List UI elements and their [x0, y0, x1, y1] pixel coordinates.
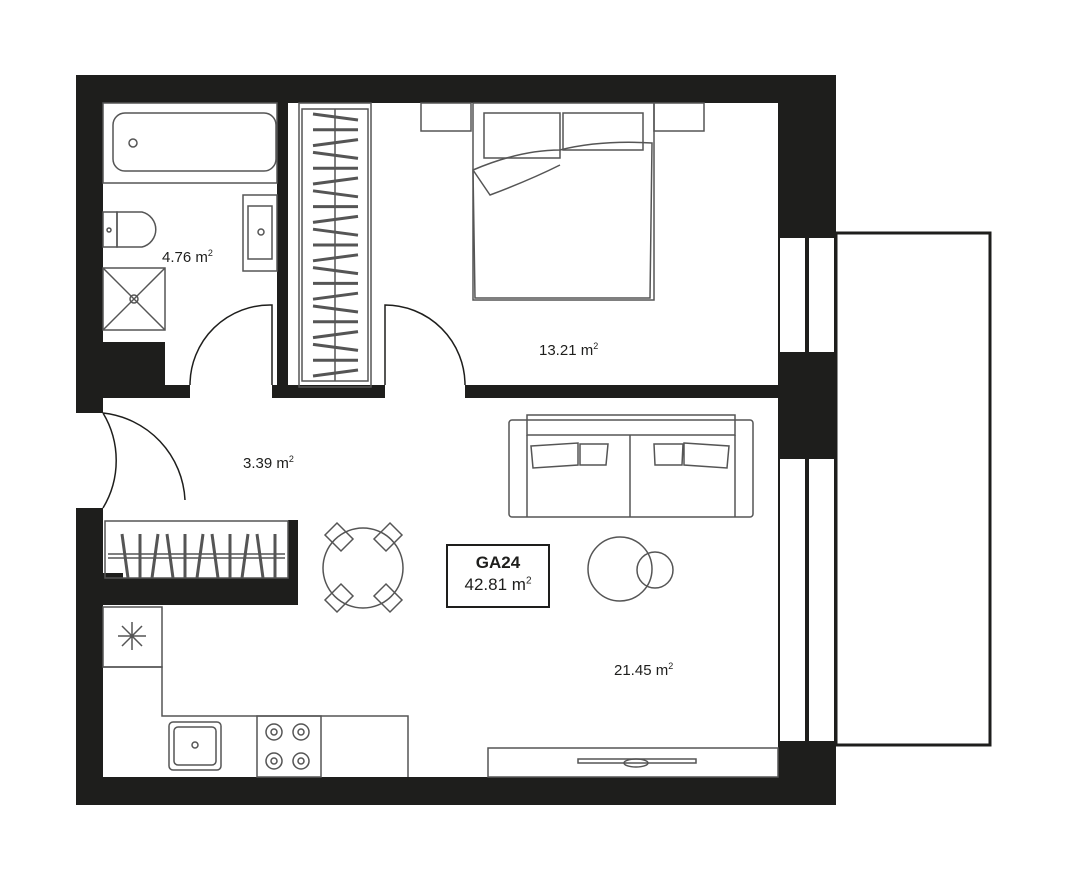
hanger: [195, 533, 205, 579]
tv-unit: [487, 747, 779, 778]
unit-label: GA24 42.81 m2: [446, 544, 550, 608]
hanger: [312, 304, 359, 314]
dining-table: [322, 527, 404, 609]
hangers: [120, 112, 359, 579]
doors: [102, 304, 466, 509]
hanger: [120, 533, 130, 579]
hanger: [240, 533, 250, 579]
hanger: [312, 291, 359, 301]
bathroom-door: [189, 304, 273, 386]
bathtub-frame: [102, 102, 278, 184]
furniture: [102, 102, 779, 778]
shower: [102, 267, 166, 331]
toilet: [116, 211, 157, 248]
room-area-hallway: 3.39 m2: [243, 454, 294, 472]
room-area-bathroom: 4.76 m2: [162, 248, 213, 266]
hanger: [312, 227, 359, 237]
walls: [76, 75, 836, 805]
windows: [778, 236, 836, 743]
hanger: [312, 214, 359, 224]
hanger: [312, 150, 359, 160]
bathroom-sink: [242, 194, 278, 272]
entrance-door: [102, 412, 117, 509]
hanger: [312, 330, 359, 340]
kitchen-sink: [168, 721, 222, 771]
unit-code: GA24: [475, 553, 521, 572]
hob: [256, 715, 322, 778]
coffee-table: [587, 536, 653, 602]
hanger: [255, 533, 265, 579]
hanger: [312, 266, 359, 276]
sofa: [508, 419, 754, 518]
bedroom-door: [384, 304, 466, 386]
room-area-bedroom: 13.21 m2: [539, 341, 599, 359]
hanger: [312, 138, 359, 148]
hanger: [312, 189, 359, 199]
hanger: [312, 368, 359, 378]
hanger: [150, 533, 160, 579]
nightstand: [653, 102, 705, 132]
hanger: [312, 253, 359, 263]
kitchen-counter: [103, 666, 409, 777]
hanger: [312, 112, 359, 122]
hanger: [312, 176, 359, 186]
hanger: [165, 533, 175, 579]
room-area-living: 21.45 m2: [614, 661, 674, 679]
hanger: [210, 533, 220, 579]
unit-total-area: 42.81 m2: [464, 575, 532, 594]
hall-wardrobe: [104, 520, 289, 579]
hanger: [312, 342, 359, 352]
bathtub: [112, 112, 277, 172]
balcony: [834, 231, 992, 747]
bedroom-wardrobe: [298, 102, 372, 388]
